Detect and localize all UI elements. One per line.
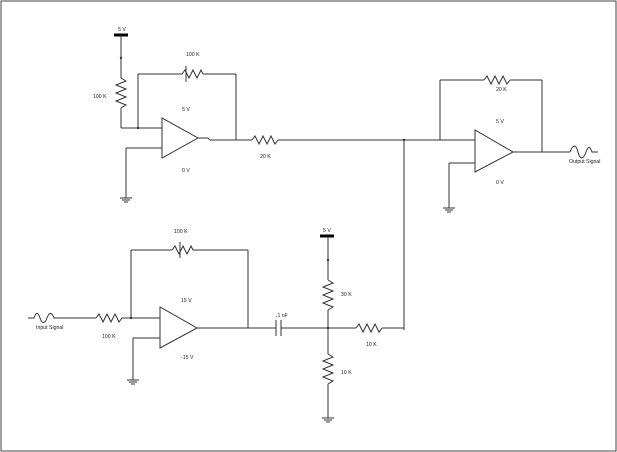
output-stage: 20 K 5 V 0 V Output Signal bbox=[403, 74, 600, 330]
opamp-top-left bbox=[161, 117, 200, 159]
resistor-divider-top-label: 30 K bbox=[341, 292, 352, 298]
resistor-feedback-top bbox=[181, 68, 204, 80]
opamp-right bbox=[474, 129, 515, 173]
resistor-pullup-top-label: 100 K bbox=[93, 94, 107, 100]
opamp-bottom-left bbox=[159, 306, 199, 349]
resistor-input bbox=[95, 312, 123, 324]
resistor-series-bottom bbox=[355, 322, 383, 334]
resistor-feedback-right bbox=[483, 74, 511, 86]
resistor-series-top bbox=[251, 134, 279, 146]
input-signal-label: Input Signal bbox=[36, 325, 63, 331]
resistor-input-label: 100 K bbox=[102, 334, 116, 340]
output-signal-wave bbox=[569, 145, 598, 159]
opamp-right-pos-label: 5 V bbox=[496, 119, 504, 125]
opamp-top-left-pos-label: 5 V bbox=[182, 107, 190, 113]
resistor-divider-top bbox=[321, 279, 335, 311]
resistor-series-bottom-label: 10 K bbox=[366, 342, 377, 348]
opamp-top-left-neg-label: 0 V bbox=[182, 168, 190, 174]
output-signal-label: Output Signal bbox=[569, 159, 600, 165]
resistor-pullup-top bbox=[114, 77, 128, 109]
capacitor-label: .1 nF bbox=[276, 313, 288, 319]
voltage-divider: 5 V 30 K 10 K 10 K bbox=[320, 228, 405, 423]
opamp-bottom-left-pos-label: 15 V bbox=[181, 298, 192, 304]
input-signal-wave bbox=[28, 313, 96, 323]
resistor-feedback-top-label: 100 K bbox=[186, 52, 200, 58]
resistor-divider-bottom-label: 10 K bbox=[341, 370, 352, 376]
opamp-bottom-left-neg-label: -15 V bbox=[181, 355, 194, 361]
resistor-feedback-bottom-label: 100 K bbox=[174, 229, 188, 235]
resistor-feedback-right-label: 20 K bbox=[496, 87, 507, 93]
resistor-feedback-bottom bbox=[171, 244, 194, 256]
resistor-series-top-label: 20 K bbox=[260, 154, 271, 160]
supply-label-mid: 5 V bbox=[323, 228, 331, 234]
top-inverting-stage: 5 V 100 K 100 K 5 V 0 V 20 K bbox=[93, 27, 452, 203]
bottom-inverting-stage: Input Signal 100 K 100 K 15 V -15 V .1 n… bbox=[28, 229, 356, 385]
opamp-right-neg-label: 0 V bbox=[496, 180, 504, 186]
supply-label-top-left: 5 V bbox=[118, 27, 126, 33]
resistor-divider-bottom bbox=[321, 353, 335, 385]
